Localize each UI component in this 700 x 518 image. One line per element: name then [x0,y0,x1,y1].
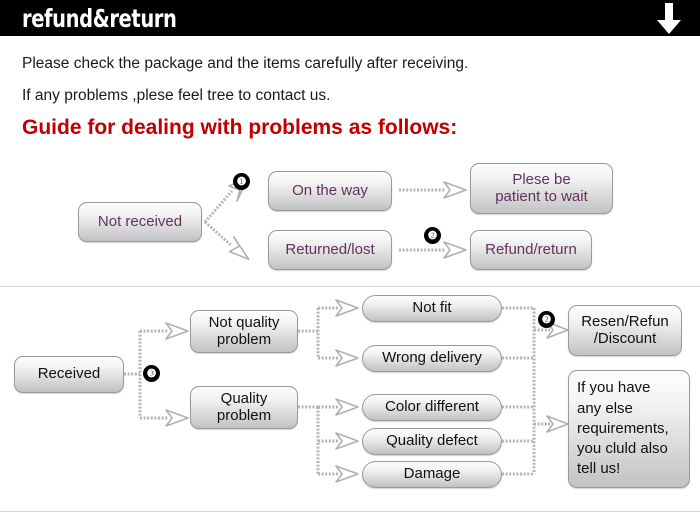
node-returned-lost[interactable]: Returned/lost [268,230,392,270]
node-label: Damage [403,465,461,483]
node-wrong-delivery[interactable]: Wrong delivery [362,345,502,372]
node-label: Returned/lost [285,240,375,258]
node-label: Color different [385,398,479,416]
node-label-line-3: requirements, [577,419,669,437]
badge-number: ❷ [427,229,438,242]
node-plese-be-patient[interactable]: Plese be patient to wait [470,163,613,214]
node-label-line-2: any else [577,399,633,417]
node-damage[interactable]: Damage [362,461,502,488]
node-extra-requirements-note[interactable]: If you have any else requirements, you c… [568,370,690,488]
node-label-line-1: Resen/Refun [581,312,669,330]
badge-step-1: ❶ [233,173,250,190]
node-refund-return[interactable]: Refund/return [470,230,592,270]
node-label-line-2: patient to wait [495,187,588,205]
badge-number: ❶ [236,175,247,188]
section-divider-bottom [0,511,700,512]
guide-heading: Guide for dealing with problems as follo… [22,116,458,139]
node-label-line-1: Quality [220,389,268,407]
badge-step-3: ❸ [143,365,160,382]
node-label-line-1: If you have [577,379,651,397]
node-label: Quality defect [386,432,478,450]
node-label: Not fit [412,299,452,317]
node-label: Refund/return [485,240,577,258]
node-label-line-4: you cluld also [577,440,668,458]
badge-number: ❸ [146,367,157,380]
page-title: refund&return [22,4,177,33]
node-label: Received [37,365,101,383]
node-not-quality-problem[interactable]: Not quality problem [190,310,298,353]
header-bar [0,0,700,36]
intro-line-1: Please check the package and the items c… [22,55,469,72]
node-resend-refund-discount[interactable]: Resen/Refun /Discount [568,305,682,356]
arrow-down-icon [657,3,681,34]
node-label: Not received [97,212,183,230]
node-label: Wrong delivery [382,349,482,367]
node-label-line-2: problem [216,406,272,424]
node-quality-problem[interactable]: Quality problem [190,386,298,429]
node-color-different[interactable]: Color different [362,394,502,421]
node-received[interactable]: Received [14,356,124,393]
badge-step-2-top: ❷ [424,227,441,244]
intro-line-2: If any problems ,plese feel tree to cont… [22,87,331,104]
node-not-received[interactable]: Not received [78,202,202,242]
node-label-line-1: Not quality [208,313,280,331]
node-not-fit[interactable]: Not fit [362,295,502,322]
node-quality-defect[interactable]: Quality defect [362,428,502,455]
badge-step-2-bottom: ❷ [538,311,555,328]
badge-number: ❷ [541,313,552,326]
node-label: On the way [292,181,368,199]
node-label-line-1: Plese be [512,170,571,188]
section-divider-top [0,286,700,287]
node-label-line-5: tell us! [577,460,621,478]
node-label-line-2: /Discount [593,329,657,347]
node-on-the-way[interactable]: On the way [268,171,392,211]
node-label-line-2: problem [216,330,272,348]
